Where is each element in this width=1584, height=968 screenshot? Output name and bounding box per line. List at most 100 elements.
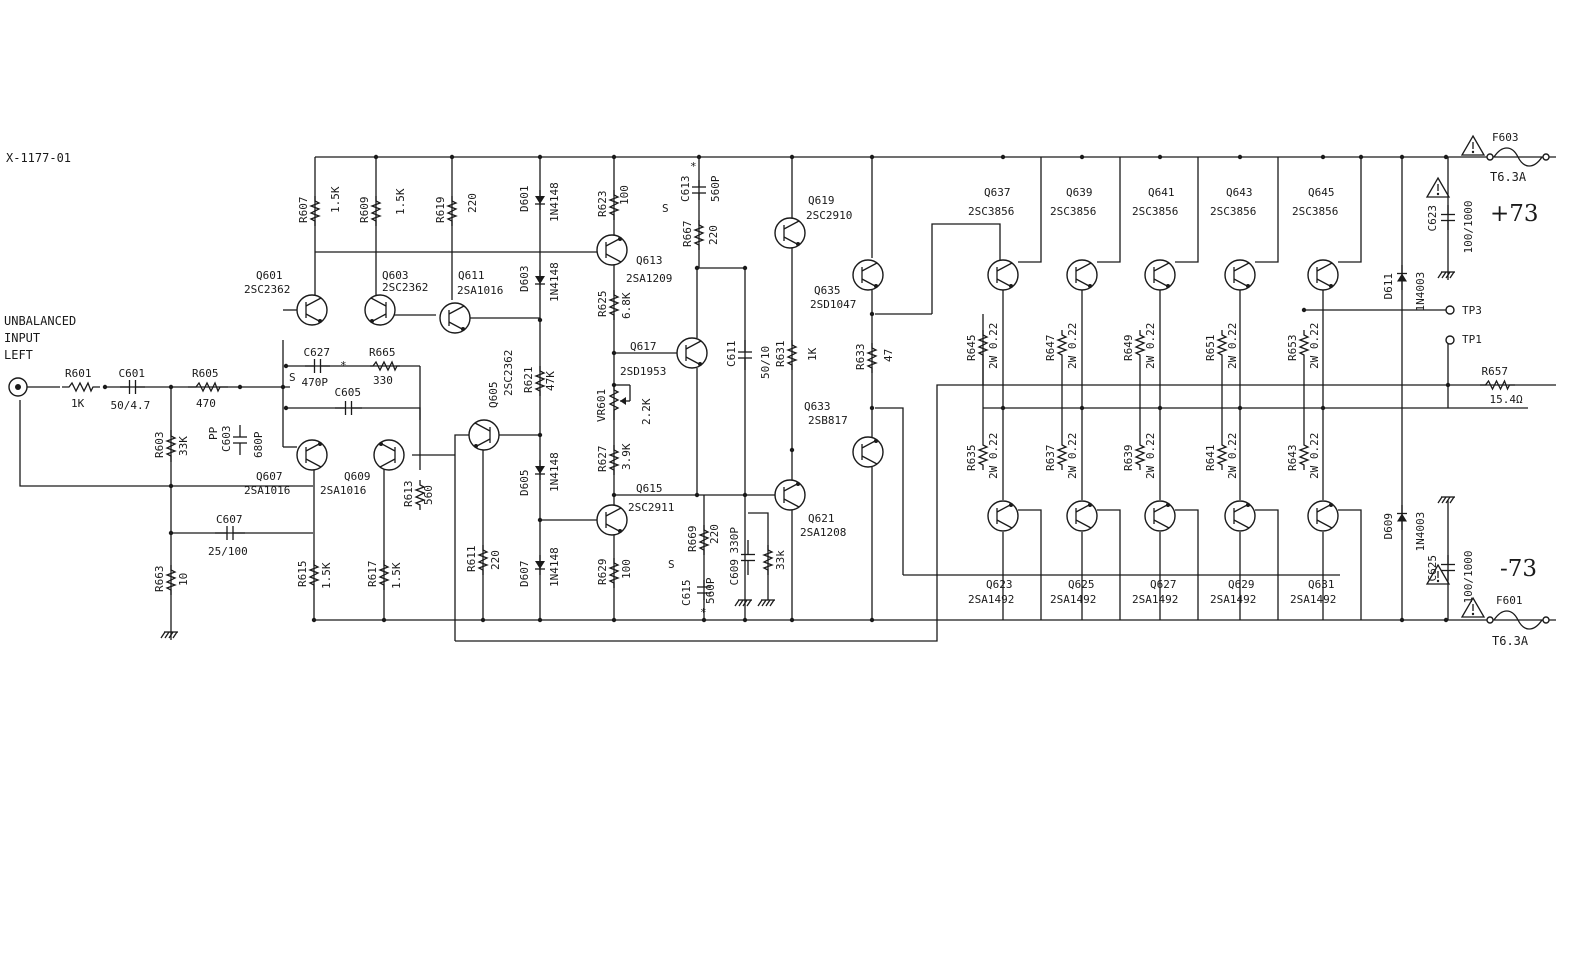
junction-dot	[869, 405, 875, 411]
transistor-ref: Q633	[804, 400, 831, 413]
resistor-ref: R609	[358, 197, 371, 224]
junction-dot	[237, 384, 243, 390]
junction-dot	[611, 617, 617, 623]
capacitor-ref: C611	[725, 341, 738, 368]
resistor-value: 15.4Ω	[1490, 393, 1523, 406]
diode-value: 1N4003	[1414, 272, 1427, 312]
resistor-ref: R613	[402, 481, 415, 508]
ground-symbol-r663	[160, 631, 178, 639]
junction-dot	[1000, 154, 1006, 160]
output-collector-top-1	[1097, 157, 1121, 263]
junction-dot	[537, 432, 543, 438]
resistor-value: 2W 0.22	[1226, 433, 1239, 479]
output-collector-bot-3	[1255, 509, 1279, 620]
resistor-ref: R653	[1286, 335, 1299, 362]
resistor-value: 47	[882, 349, 895, 362]
resistor-value: 2W 0.22	[1308, 323, 1321, 369]
warning-icon-f603	[1460, 134, 1486, 156]
positive-rail-label: +73	[1490, 201, 1539, 227]
resistor-ref: R631	[774, 341, 787, 368]
transistor-value-q605: 2SC2362	[502, 350, 515, 396]
diode-ref: D607	[518, 561, 531, 588]
transistor-ref: Q619	[808, 194, 835, 207]
junction-dot	[694, 492, 700, 498]
diode-ref: D609	[1382, 513, 1395, 540]
resistor-value: 2W 0.22	[1066, 433, 1079, 479]
junction-dot	[480, 617, 486, 623]
resistor-value: 100	[620, 559, 633, 579]
transistor-ref: Q637	[984, 186, 1011, 199]
transistor-value: 2SC2910	[806, 209, 852, 222]
resistor-emitter-top-4: R653 2W 0.22	[1286, 323, 1321, 369]
resistor-ref: R667	[681, 221, 694, 248]
output-collector-top-2	[1175, 157, 1199, 263]
fuse-f603-ref: F603	[1492, 131, 1519, 144]
capacitor-ref: C603	[220, 426, 233, 453]
transistor-ref: Q603	[382, 269, 409, 282]
transistor-value: 2SC2362	[244, 283, 290, 296]
transistor-ref: Q639	[1066, 186, 1093, 199]
resistor-ref: R623	[596, 191, 609, 218]
junction-dot	[694, 265, 700, 271]
transistor-value: 2SC2362	[382, 281, 428, 294]
resistor-value: 33k	[774, 550, 787, 570]
transistor-ref: Q609	[344, 470, 371, 483]
star-mark-r665: *	[340, 359, 347, 372]
resistor-ref: R669	[686, 526, 699, 553]
fuse-f603	[1486, 147, 1550, 167]
transistor-value: 2SA1208	[800, 526, 846, 539]
star-mark-c615: *	[700, 606, 707, 619]
tp1-marker	[1445, 335, 1455, 345]
resistor-value: 2W 0.22	[987, 433, 1000, 479]
junction-dot	[1237, 405, 1243, 411]
input-label-line-2: INPUT	[4, 331, 40, 345]
resistor-ref: R611	[465, 546, 478, 573]
transistor-value: 2SD1953	[620, 365, 666, 378]
ground-symbol-r-33k	[757, 599, 775, 607]
resistor-value: 470	[196, 397, 216, 410]
drawing-number: X-1177-01	[6, 151, 71, 165]
warning-icon-f601	[1460, 596, 1486, 618]
transistor-ref: Q625	[1068, 578, 1095, 591]
diode-value: 1N4003	[1414, 512, 1427, 552]
transistor-ref: Q645	[1308, 186, 1335, 199]
ground-symbol-c609	[734, 599, 752, 607]
transistor-value: 2SA1016	[457, 284, 503, 297]
trimmer-value: 2.2K	[640, 398, 653, 425]
junction-dot	[1079, 154, 1085, 160]
transistor-ref: Q613	[636, 254, 663, 267]
transistor-value: 2SB817	[808, 414, 848, 427]
junction-dot	[869, 311, 875, 317]
resistor-value: 100	[618, 185, 631, 205]
junction-dot	[701, 617, 707, 623]
resistor-ref: R643	[1286, 445, 1299, 472]
feedback-line	[455, 384, 1556, 642]
junction-dot	[1079, 405, 1085, 411]
tp3-label: TP3	[1462, 304, 1482, 317]
transistor-value: 2SC2911	[628, 501, 674, 514]
diode-ref: D603	[518, 266, 531, 293]
transistor-ref: Q623	[986, 578, 1013, 591]
junction-dot	[168, 384, 174, 390]
resistor-value: 2W 0.22	[1144, 433, 1157, 479]
capacitor-ref: C609	[728, 559, 741, 586]
diode-value: 1N4148	[548, 547, 561, 587]
capacitor-ref: C605	[335, 386, 362, 399]
